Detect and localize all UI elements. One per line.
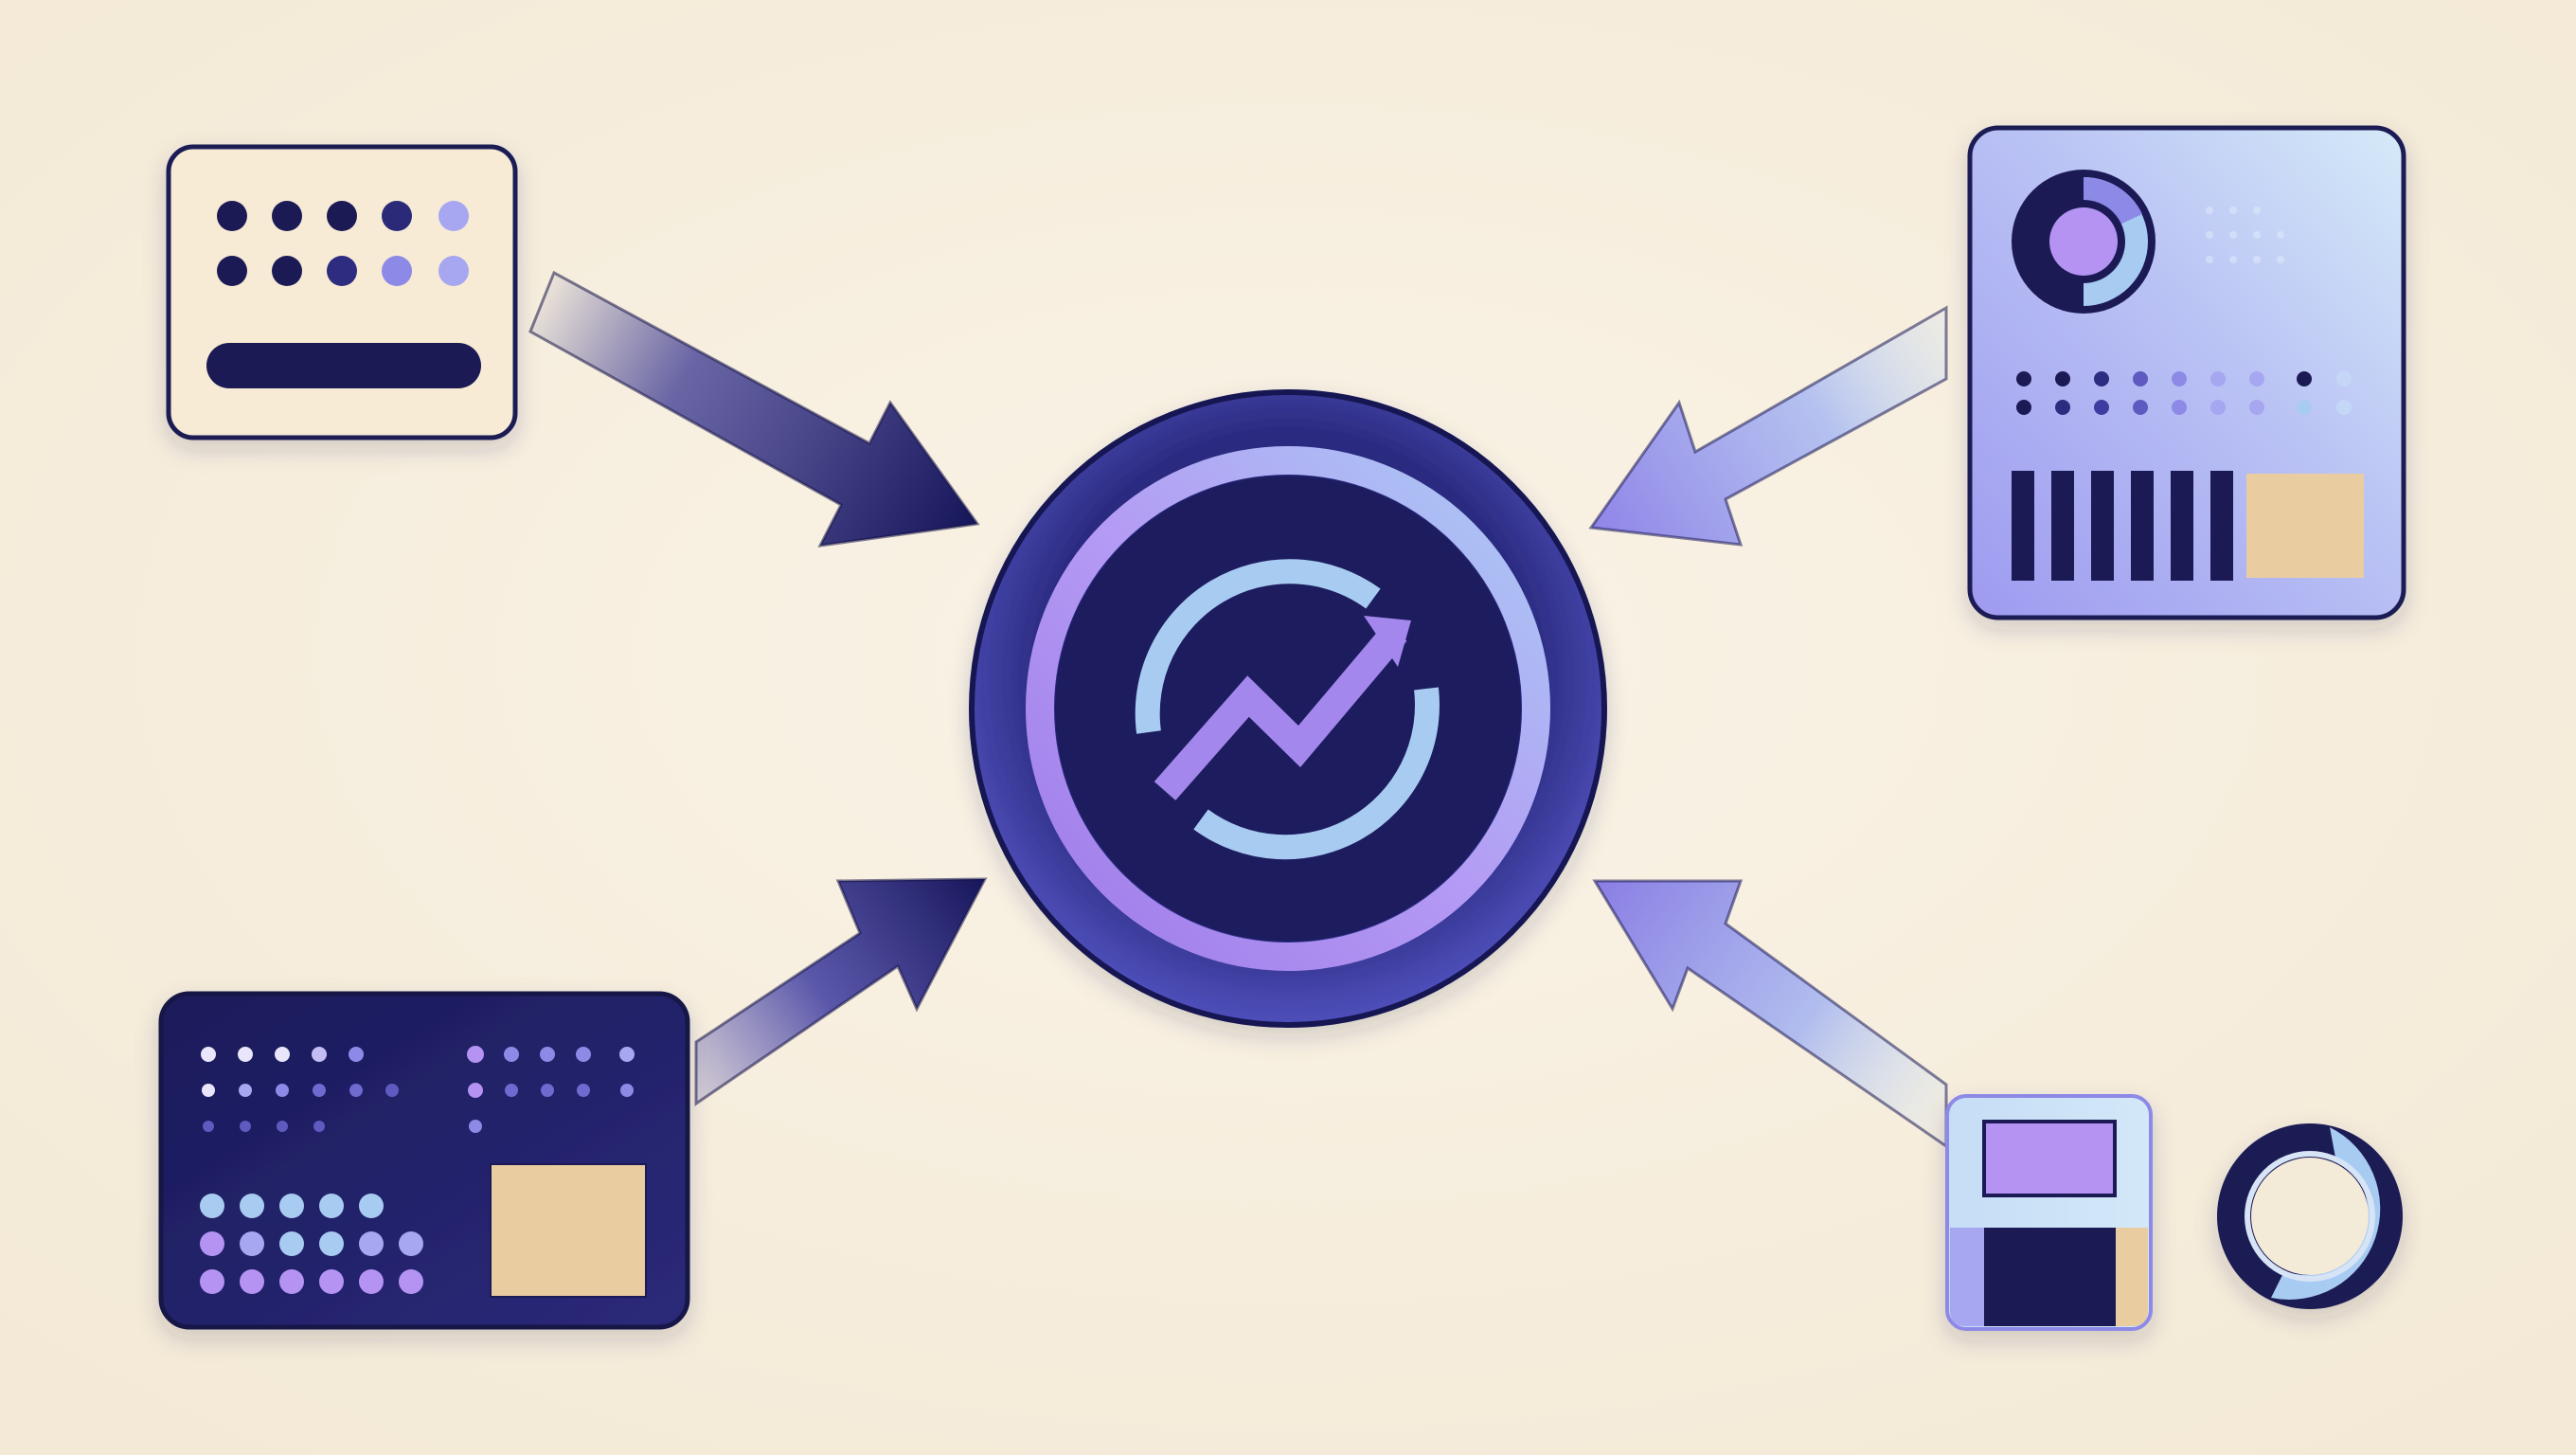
dashboard-tan-block (490, 1163, 647, 1298)
trend-arrow-tip (1364, 616, 1411, 667)
ring-gauge-icon (2217, 1123, 2403, 1309)
hub-gradient-ring (1026, 446, 1550, 971)
fader-bars (2012, 471, 2233, 581)
keypad-dots (217, 201, 469, 286)
keypad-bar (206, 343, 481, 388)
central-hub (969, 389, 1607, 1028)
sync-trend-icon (1135, 559, 1440, 860)
panel-tan-block (2246, 474, 2364, 578)
dashboard-dot-grid-bottom (200, 1194, 423, 1294)
arrow-top-right-to-hub (1588, 305, 1948, 547)
keypad-card (166, 144, 518, 440)
device-screen (1982, 1120, 2117, 1197)
dashboard-dot-grid-right (467, 1046, 635, 1133)
arrow-top-left-to-hub (528, 270, 980, 548)
sync-arc-bottom (1193, 687, 1440, 860)
indicator-dots (2016, 371, 2352, 415)
trend-zigzag (1154, 622, 1407, 800)
knob-dial-icon (2012, 170, 2156, 314)
dashboard-dot-grid-left (201, 1047, 399, 1132)
arrow-bottom-right-to-hub (1592, 879, 1948, 1149)
faded-dot-pattern (2206, 207, 2284, 263)
hub-inner-disc (1055, 476, 1521, 942)
arrow-bottom-left-to-hub (694, 877, 988, 1106)
sync-arc-top (1135, 559, 1381, 734)
device-base (1950, 1228, 2148, 1326)
